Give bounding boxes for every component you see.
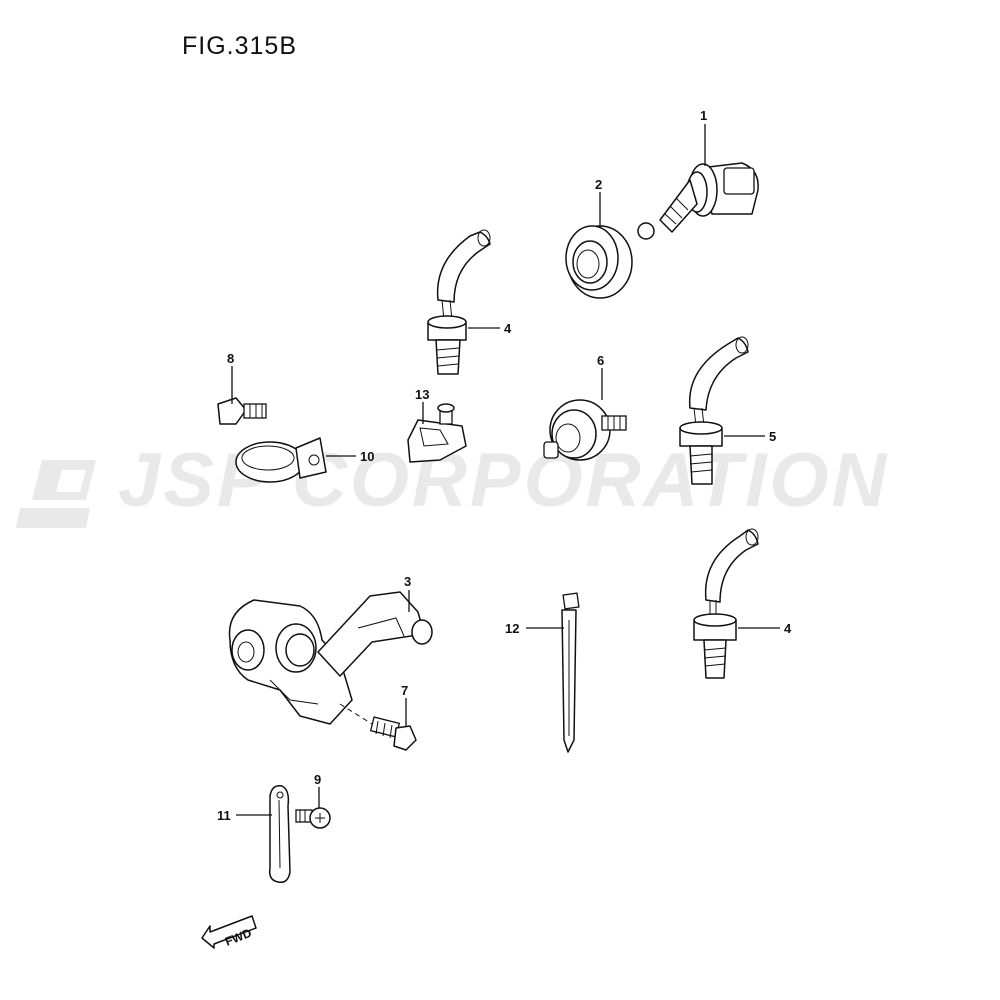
part-10-clamp <box>235 437 327 483</box>
part-4-sensor-lower <box>693 528 759 679</box>
callout-10: 10 <box>360 449 374 464</box>
fwd-arrow: FWD <box>201 915 257 949</box>
part-1-sensor-connector <box>637 162 759 240</box>
watermark-logo <box>16 460 96 528</box>
figure-title: FIG.315B <box>182 32 297 60</box>
callout-2: 2 <box>595 177 602 192</box>
callout-8: 8 <box>227 351 234 366</box>
callout-4-upper: 4 <box>504 321 512 336</box>
callout-1: 1 <box>700 108 707 123</box>
part-4-sensor-upper <box>427 229 491 375</box>
callout-6: 6 <box>597 353 604 368</box>
part-13-clip <box>407 403 467 463</box>
part-11-strap <box>268 784 291 884</box>
part-3-bracket <box>228 591 433 725</box>
callout-3: 3 <box>404 574 411 589</box>
callout-7: 7 <box>401 683 408 698</box>
callout-12: 12 <box>505 621 519 636</box>
callout-11: 11 <box>217 808 231 823</box>
part-7-bolt <box>339 703 417 751</box>
watermark-text: JSP CORPORATION <box>118 438 889 523</box>
callout-4-lower: 4 <box>784 621 792 636</box>
part-2-grommet <box>565 225 633 299</box>
callout-9: 9 <box>314 772 321 787</box>
leader-lines <box>231 124 780 816</box>
callout-13: 13 <box>415 387 429 402</box>
callout-5: 5 <box>769 429 776 444</box>
part-6-knock-sensor <box>543 399 627 461</box>
part-8-bolt <box>217 397 267 425</box>
part-5-sensor <box>679 336 749 485</box>
part-9-screw <box>295 807 331 829</box>
callouts: 1 2 3 4 4 5 6 7 8 9 10 11 12 13 <box>217 108 792 823</box>
part-12-cable-tie <box>561 592 580 753</box>
